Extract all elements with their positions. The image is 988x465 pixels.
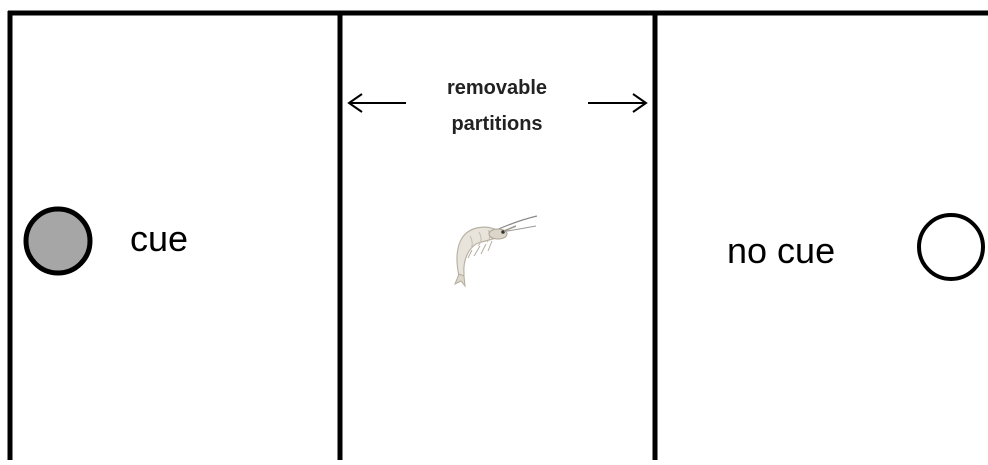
cue-label: cue	[130, 218, 188, 259]
no-cue-circle	[919, 215, 983, 279]
arrow-left-icon	[349, 94, 406, 112]
cue-circle	[26, 209, 90, 273]
shrimp-icon	[455, 216, 537, 286]
arrow-right-icon	[588, 94, 646, 112]
partitions-label-line1: removable	[447, 77, 547, 99]
no-cue-label: no cue	[727, 230, 835, 271]
partitions-label-line2: partitions	[451, 113, 542, 135]
